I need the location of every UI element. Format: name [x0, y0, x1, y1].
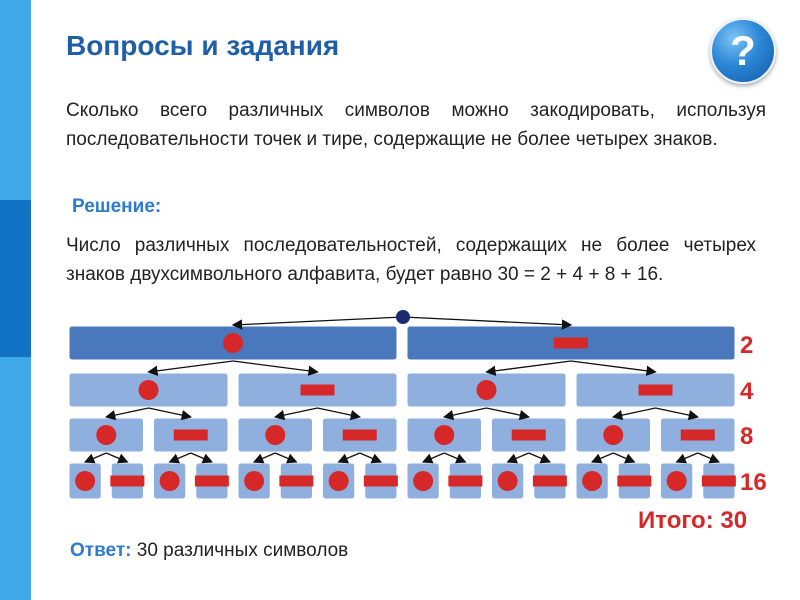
dot-symbol	[666, 471, 687, 491]
dash-symbol	[511, 429, 546, 441]
page-title: Вопросы и задания	[66, 30, 340, 61]
branch-arrow	[274, 452, 298, 464]
dot-symbol	[603, 425, 624, 445]
branch-arrow	[506, 452, 530, 464]
dot-symbol	[497, 471, 518, 491]
dash-symbol	[342, 429, 377, 441]
branch-arrow	[104, 407, 149, 421]
answer-label: Ответ:	[70, 540, 132, 561]
branch-arrow	[402, 316, 573, 330]
branch-arrow	[147, 360, 234, 376]
branch-arrow	[528, 452, 552, 464]
dot-symbol	[476, 380, 497, 400]
dot-symbol	[328, 471, 349, 491]
dash-symbol	[532, 475, 567, 487]
branch-arrow	[421, 452, 445, 464]
dot-symbol	[434, 425, 455, 445]
branch-arrow	[486, 407, 531, 421]
branch-arrow	[359, 452, 383, 464]
dash-symbol	[638, 384, 673, 396]
level-count-label: 16	[740, 469, 767, 496]
help-symbol: ?	[730, 27, 756, 74]
dash-symbol	[279, 475, 314, 487]
dash-symbol	[680, 429, 715, 441]
dash-symbol	[194, 475, 229, 487]
level-count-label: 4	[740, 378, 754, 405]
dot-symbol	[96, 425, 117, 445]
branch-arrow	[232, 360, 319, 376]
dash-symbol	[448, 475, 483, 487]
total-value: 30	[720, 507, 748, 534]
dot-symbol	[75, 471, 96, 491]
dot-symbol	[413, 471, 434, 491]
solution-text: Число различных последовательностей, сод…	[66, 235, 756, 285]
branch-arrow	[570, 360, 657, 376]
dash-symbol	[701, 475, 736, 487]
branch-arrow	[273, 407, 318, 421]
branch-arrow	[697, 452, 721, 464]
total-label: Итого: 30	[638, 507, 747, 535]
branch-arrow	[337, 452, 361, 464]
branch-arrow	[168, 452, 192, 464]
dot-symbol	[244, 471, 265, 491]
dot-symbol	[223, 333, 243, 353]
branch-arrow	[231, 316, 404, 330]
solution-label: Решение:	[72, 196, 162, 217]
branch-arrow	[443, 452, 467, 464]
side-bar-accent	[0, 200, 31, 357]
branch-arrow	[655, 407, 700, 421]
dash-symbol	[554, 337, 588, 349]
dash-symbol	[363, 475, 398, 487]
branch-arrow	[317, 407, 362, 421]
question-text: Сколько всего различных символов можно з…	[66, 100, 766, 150]
branch-arrow	[590, 452, 614, 464]
branch-arrow	[105, 452, 129, 464]
branch-arrow	[675, 452, 699, 464]
answer-text: 30 различных символов	[136, 540, 349, 561]
level-count-label: 2	[740, 332, 753, 359]
dot-symbol	[138, 380, 159, 400]
dash-symbol	[617, 475, 652, 487]
dot-symbol	[582, 471, 603, 491]
dash-symbol	[110, 475, 145, 487]
branch-arrow	[190, 452, 214, 464]
branch-arrow	[252, 452, 276, 464]
branch-arrow	[442, 407, 487, 421]
branch-arrow	[485, 360, 572, 376]
question-mark-icon[interactable]: ?	[710, 18, 776, 84]
branch-arrow	[148, 407, 193, 421]
dash-symbol	[300, 384, 335, 396]
level-count-label: 8	[740, 423, 753, 450]
branch-arrow	[612, 452, 636, 464]
total-word: Итого:	[638, 507, 714, 534]
dot-symbol	[159, 471, 180, 491]
dash-symbol	[173, 429, 208, 441]
root-node	[396, 310, 410, 324]
branch-arrow	[83, 452, 107, 464]
dot-symbol	[265, 425, 286, 445]
branch-arrow	[611, 407, 656, 421]
answer: Ответ: 30 различных символов	[70, 540, 348, 562]
